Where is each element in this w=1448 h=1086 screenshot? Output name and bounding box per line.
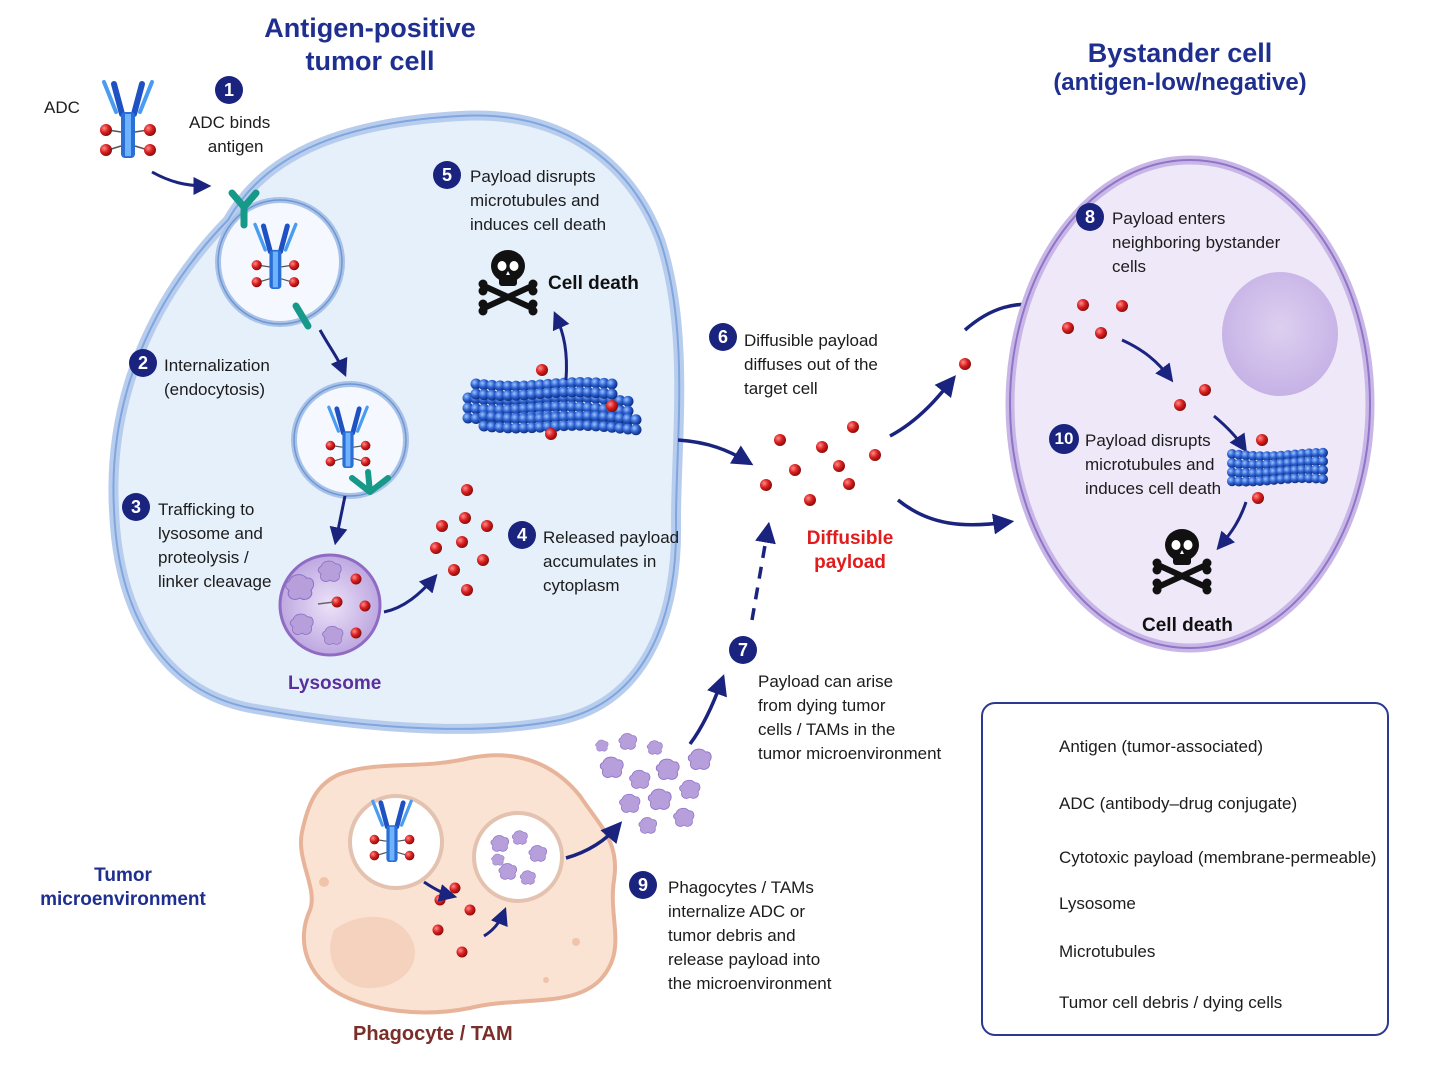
step-line: Payload disrupts [470, 167, 596, 186]
step-3-badge: 3 [122, 493, 150, 521]
step-line: linker cleavage [158, 572, 272, 591]
title-line: Bystander cell [1087, 38, 1273, 68]
label-line: Diffusible [806, 528, 894, 549]
step-line: induces cell death [470, 215, 607, 234]
microtubules [462, 364, 642, 440]
step-line: Payload enters [1112, 209, 1226, 228]
debris-cloud [595, 733, 712, 834]
step-line: Phagocytes / TAMs [668, 878, 814, 897]
step-10-text: Payload disrupts microtubules and induce… [1085, 429, 1221, 501]
step-9-text: Phagocytes / TAMs internalize ADC or tum… [668, 876, 831, 996]
step-4-text: Released payload accumulates in cytoplas… [543, 526, 679, 598]
legend-microtubules-label: Microtubules [1059, 942, 1156, 961]
step-6-badge: 6 [709, 323, 737, 351]
legend-debris-label: Tumor cell debris / dying cells [1059, 993, 1283, 1012]
diffusible-payload-cluster [760, 421, 881, 506]
label-line: Tumor [94, 865, 152, 886]
step-line: tumor microenvironment [758, 744, 942, 763]
step-line: antigen [207, 137, 264, 156]
step-line: lysosome and [158, 524, 263, 543]
adc-label: ADC [44, 98, 80, 117]
step-7-text: Payload can arise from dying tumor cells… [758, 670, 941, 766]
step-5-badge: 5 [433, 161, 461, 189]
step-line: target cell [744, 379, 818, 398]
bystander-payload [1062, 299, 1211, 411]
step-5-text: Payload disrupts microtubules and induce… [470, 165, 606, 237]
phagosome [472, 811, 564, 903]
step-line: Internalization [164, 356, 270, 375]
step-line: from dying tumor [758, 696, 886, 715]
step-8-badge: 8 [1076, 203, 1104, 231]
step-2-text: Internalization (endocytosis) [164, 354, 270, 402]
step-line: microtubules and [1085, 455, 1215, 474]
title-line: tumor cell [305, 46, 435, 76]
step-line: tumor debris and [668, 926, 796, 945]
step-line: proteolysis / [158, 548, 249, 567]
step-10-badge: 10 [1049, 424, 1079, 454]
step-line: cells / TAMs in the [758, 720, 896, 739]
legend-payload-label: Cytotoxic payload (membrane-permeable) [1059, 848, 1377, 867]
cell-death-label: Cell death [548, 273, 639, 294]
step-line: Trafficking to [158, 500, 255, 519]
step-line: release payload into [668, 950, 821, 969]
step-1-text: ADC binds antigen [189, 111, 270, 159]
step-line: Released payload [543, 528, 680, 547]
step-2-badge: 2 [129, 349, 157, 377]
step-4-badge: 4 [508, 521, 536, 549]
legend-adc-label: ADC (antibody–drug conjugate) [1059, 794, 1298, 813]
step-1-badge: 1 [215, 76, 243, 104]
legend-lysosome-label: Lysosome [1059, 894, 1136, 913]
label-line: payload [814, 552, 886, 573]
title-line: (antigen-low/negative) [1053, 69, 1307, 96]
step-8-text: Payload enters neighboring bystander cel… [1112, 207, 1280, 279]
step-3-text: Trafficking to lysosome and proteolysis … [158, 498, 271, 594]
step-line: microtubules and [470, 191, 600, 210]
step-line: accumulates in [543, 552, 657, 571]
bystander-cell-title: Bystander cell (antigen-low/negative) [1030, 38, 1330, 98]
legend-antigen-label: Antigen (tumor-associated) [1059, 737, 1264, 756]
step-line: cytoplasm [543, 576, 620, 595]
step-7-badge: 7 [729, 636, 757, 664]
step-line: the microenvironment [668, 974, 832, 993]
step-line: Payload disrupts [1085, 431, 1211, 450]
legend-box: Antigen (tumor-associated) ADC (antibody… [981, 702, 1389, 1036]
title-line: Antigen-positive [264, 13, 476, 43]
step-line: ADC binds [189, 113, 271, 132]
nucleus [1222, 272, 1338, 396]
phagocyte-label: Phagocyte / TAM [353, 1023, 513, 1045]
tumor-cell-title: Antigen-positive tumor cell [230, 12, 510, 78]
step-line: neighboring bystander [1112, 233, 1281, 252]
label-line: microenvironment [40, 889, 206, 910]
adc-icon [100, 82, 156, 158]
diffusible-payload-label: Diffusible payload [790, 527, 910, 575]
tumor-microenvironment-label: Tumor microenvironment [40, 864, 206, 912]
step-line: diffuses out of the [744, 355, 878, 374]
step-line: induces cell death [1085, 479, 1222, 498]
lysosome-label: Lysosome [288, 673, 382, 694]
payload-cluster [430, 484, 493, 596]
cell-death-label: Cell death [1142, 615, 1233, 636]
step-line: cells [1112, 257, 1147, 276]
microtubules [1227, 434, 1328, 504]
step-6-text: Diffusible payload diffuses out of the t… [744, 329, 878, 401]
step-line: internalize ADC or [668, 902, 806, 921]
step-line: Payload can arise [758, 672, 894, 691]
step-line: (endocytosis) [164, 380, 266, 399]
step-line: Diffusible payload [744, 331, 878, 350]
step-9-badge: 9 [629, 871, 657, 899]
